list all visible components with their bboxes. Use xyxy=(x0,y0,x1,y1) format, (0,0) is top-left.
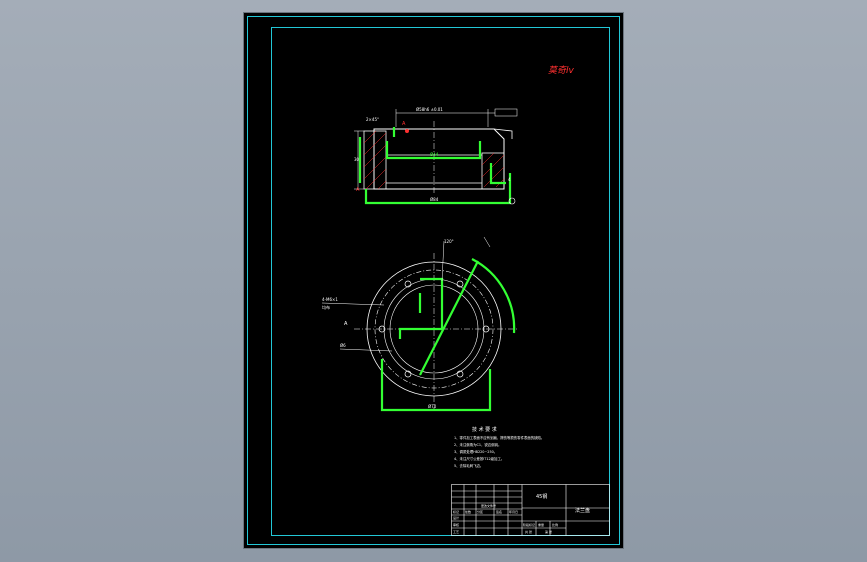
title-col-label-1: 分区 xyxy=(477,509,483,514)
title-stage-label-0: 阶段标记 xyxy=(523,522,535,527)
title-col-label-2: 更改文件号 xyxy=(481,503,496,508)
section-right-wall xyxy=(481,152,505,190)
plan-left-note-1: 4-M6×1 xyxy=(322,297,338,302)
tech-note-3: 3、调质处理HB220~250。 xyxy=(454,449,497,454)
title-footer-0: 共 张 xyxy=(525,529,532,534)
chamfer-callout: 2×45° xyxy=(366,117,379,122)
title-row-label-3: 工艺 xyxy=(453,529,459,534)
plan-dim-bottom xyxy=(380,359,492,412)
plan-dim-arc xyxy=(471,258,516,334)
plan-left-note-2: 均布 xyxy=(322,304,330,310)
tech-note-4: 4、未注尺寸公差按IT12级加工。 xyxy=(454,456,504,461)
plan-view: 120° 4-M6×1 均布 Ø6 A Ø70 xyxy=(321,236,518,412)
plan-angle-label: 120° xyxy=(444,239,454,244)
outer-frame xyxy=(247,16,620,545)
title-row-label-1: 设计 xyxy=(453,515,459,520)
title-stage-label-2: 比例 xyxy=(552,522,558,527)
section-mark-right: A xyxy=(402,121,406,127)
signature: 莫奇lv xyxy=(548,65,575,76)
cad-drawing: 莫奇lv xyxy=(247,16,620,545)
inner-frame xyxy=(271,27,610,536)
plan-lower-note: Ø6 xyxy=(340,343,346,348)
plan-side-mark: A xyxy=(344,321,348,327)
title-material: 45钢 xyxy=(536,493,547,500)
tech-heading: 技 术 要 求 xyxy=(472,426,497,433)
plan-dim-box xyxy=(398,277,444,339)
tech-note-5: 5、去除毛刺飞边。 xyxy=(454,463,483,468)
dim-flange xyxy=(489,163,506,185)
section-height-dim: 30 xyxy=(354,157,360,162)
technical-requirements: 技 术 要 求 1、零件加工表面不应有划痕、擦伤等损伤零件表面的缺陷。 2、未注… xyxy=(454,426,544,468)
plan-radius-line xyxy=(419,260,479,376)
title-footer-1: 第 张 xyxy=(545,529,552,534)
section-inner-dim: Ø44 xyxy=(430,152,439,157)
plan-bottom-dim: Ø70 xyxy=(428,404,437,409)
drawing-sheet: 莫奇lv xyxy=(244,13,623,548)
title-block xyxy=(451,484,610,536)
title-col-label-4: 年月日 xyxy=(509,509,518,514)
section-mark-left: A xyxy=(356,187,360,193)
section-left-wall xyxy=(363,130,387,190)
tech-note-2: 2、未注倒角为C1，锐边倒钝。 xyxy=(454,442,501,447)
section-flange-label: 4 xyxy=(508,177,511,182)
title-row-label-0: 标记 xyxy=(453,509,459,514)
title-drawing-name: 法兰盘 xyxy=(575,507,590,514)
dim-inner-bore xyxy=(385,141,482,160)
section-bottom-dim: Ø84 xyxy=(430,197,439,202)
tech-note-1: 1、零件加工表面不应有划痕、擦伤等损伤零件表面的缺陷。 xyxy=(454,435,544,440)
title-col-label-3: 签名 xyxy=(496,509,502,514)
title-row-label-2: 审核 xyxy=(453,522,459,527)
section-view: Ø58h6 ±0.01 Ø44 Ø84 30 4 2×45° A A xyxy=(354,107,518,205)
title-col-label-0: 处数 xyxy=(465,509,471,514)
dim-outer-bottom xyxy=(364,173,512,205)
title-stage-label-1: 重量 xyxy=(538,522,544,527)
section-top-dim: Ø58h6 ±0.01 xyxy=(416,107,443,112)
